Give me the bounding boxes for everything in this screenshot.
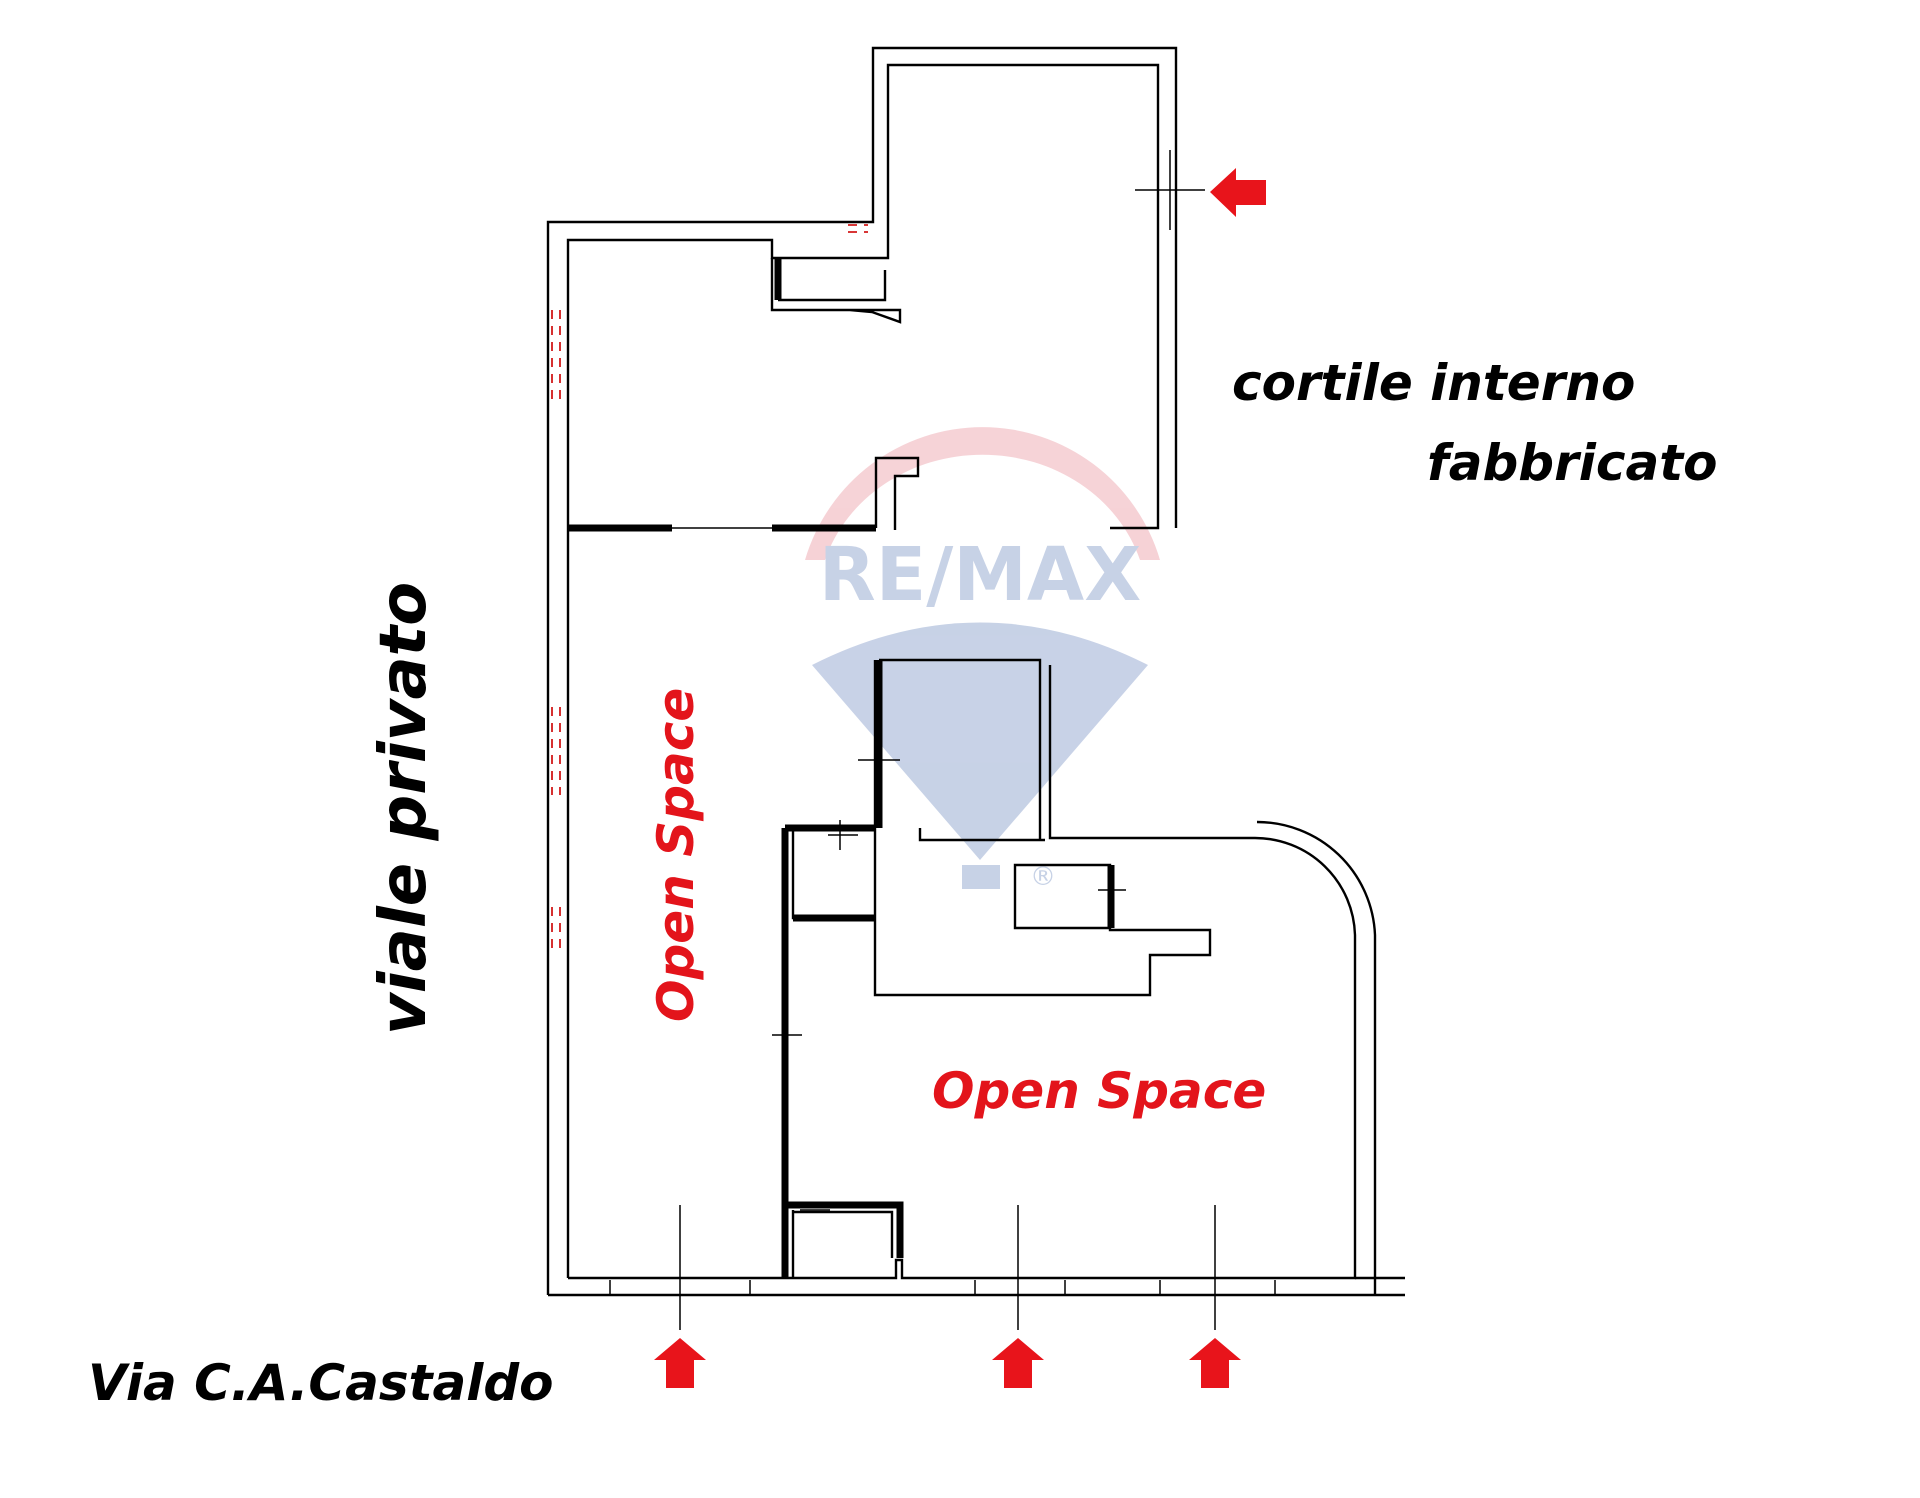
entrance-arrow-up-icon bbox=[654, 1338, 706, 1388]
room-label-right: Open Space bbox=[932, 1062, 1266, 1120]
courtyard-label-line1: cortile interno bbox=[1232, 354, 1635, 412]
balloon-logo-bottom bbox=[812, 622, 1148, 860]
watermark-text: RE/MAX bbox=[819, 532, 1142, 618]
entrance-arrow-up-icon bbox=[992, 1338, 1044, 1388]
remax-watermark: RE/MAX ® bbox=[805, 427, 1160, 892]
registered-mark: ® bbox=[1030, 862, 1056, 892]
street-label: Via C.A.Castaldo bbox=[88, 1354, 554, 1412]
side-road-label: viale privato bbox=[367, 582, 441, 1035]
room-label-left: Open Space bbox=[647, 688, 705, 1022]
entrance-arrows bbox=[654, 168, 1266, 1388]
outer-walls bbox=[546, 46, 1405, 1297]
courtyard-label-line2: fabbricato bbox=[1427, 434, 1718, 492]
interior-walls bbox=[568, 258, 1212, 1278]
balloon-logo-top bbox=[805, 427, 1160, 560]
windows bbox=[551, 224, 868, 955]
fixture-marks bbox=[609, 150, 1276, 1330]
entrance-arrow-up-icon bbox=[1189, 1338, 1241, 1388]
entrance-arrow-left-icon bbox=[1210, 168, 1266, 217]
balloon-basket bbox=[962, 865, 1000, 889]
